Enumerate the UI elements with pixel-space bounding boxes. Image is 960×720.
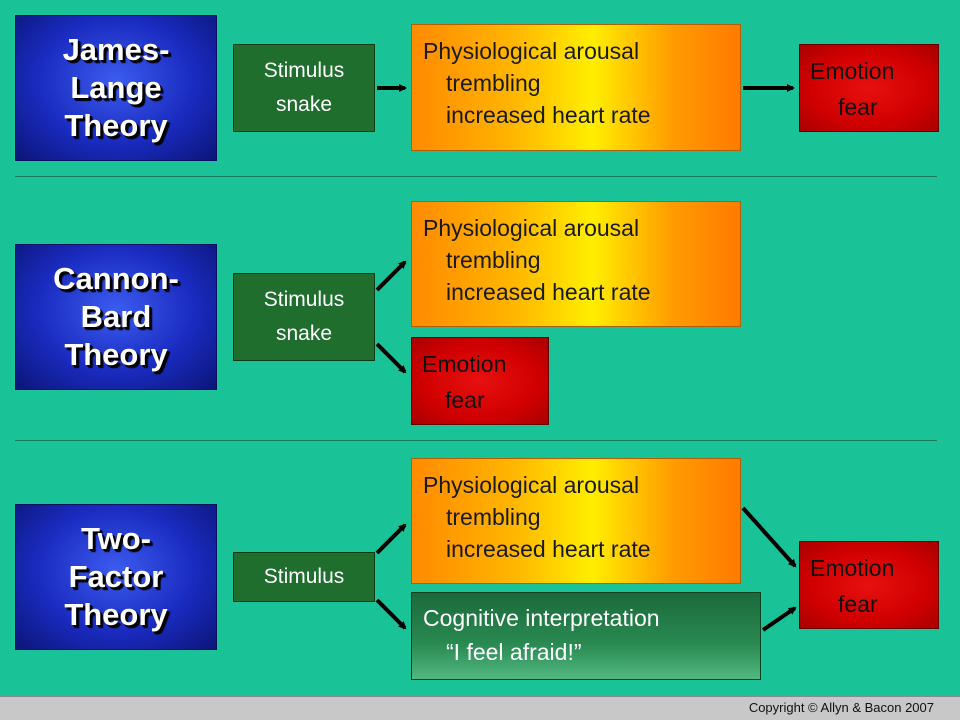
emotion-box: Emotion fear	[799, 44, 939, 132]
section-divider	[15, 176, 937, 177]
emotion-box: Emotion fear	[411, 337, 549, 425]
theory-title-line: Lange	[70, 70, 162, 105]
arrow	[741, 506, 797, 568]
arousal-item: increased heart rate	[446, 536, 651, 562]
arousal-item: trembling	[446, 247, 541, 273]
theory-title-line: James-	[62, 32, 170, 67]
arousal-item: trembling	[446, 504, 541, 530]
theory-title-line: Theory	[64, 597, 168, 632]
theory-title-line: Cannon-	[53, 261, 179, 296]
james-lange-theory-box: James- Lange Theory	[15, 15, 217, 161]
arousal-title: Physiological arousal	[423, 472, 640, 498]
arousal-box: Physiological arousal trembling increase…	[411, 458, 741, 584]
arousal-item: trembling	[446, 70, 541, 96]
stimulus-example: snake	[275, 322, 333, 345]
arrow	[375, 598, 407, 630]
arrow	[375, 342, 407, 374]
stimulus-box: Stimulus snake	[233, 273, 375, 361]
arousal-item: increased heart rate	[446, 102, 651, 128]
cognitive-quote: “I feel afraid!”	[446, 639, 582, 665]
stimulus-box: Stimulus	[233, 552, 375, 602]
arrow	[375, 260, 407, 292]
cognitive-interpretation-box: Cognitive interpretation “I feel afraid!…	[411, 592, 761, 680]
theory-title-line: Bard	[80, 299, 152, 334]
copyright-text: Copyright © Allyn & Bacon 2007	[748, 700, 934, 715]
emotion-example: fear	[838, 94, 878, 120]
arousal-box: Physiological arousal trembling increase…	[411, 201, 741, 327]
footer-bar	[0, 696, 960, 720]
arousal-box: Physiological arousal trembling increase…	[411, 24, 741, 151]
arousal-title: Physiological arousal	[423, 215, 640, 241]
theory-title-line: Two-	[80, 521, 151, 556]
arousal-item: increased heart rate	[446, 279, 651, 305]
arrow	[375, 523, 407, 555]
emotion-label: Emotion	[810, 58, 895, 84]
cannon-bard-theory-box: Cannon- Bard Theory	[15, 244, 217, 390]
section-divider	[15, 440, 937, 441]
cognitive-title: Cognitive interpretation	[423, 605, 660, 631]
theory-title-line: Theory	[64, 337, 168, 372]
stimulus-label: Stimulus	[263, 59, 345, 82]
stimulus-label: Stimulus	[263, 565, 345, 588]
arrow	[761, 606, 797, 632]
theory-title-line: Factor	[68, 559, 164, 594]
emotion-label: Emotion	[810, 555, 895, 581]
stimulus-box: Stimulus snake	[233, 44, 375, 132]
theory-title-line: Theory	[64, 108, 168, 143]
emotion-box: Emotion fear	[799, 541, 939, 629]
stimulus-example: snake	[275, 93, 333, 116]
emotion-example: fear	[838, 591, 878, 617]
arousal-title: Physiological arousal	[423, 38, 640, 64]
stimulus-label: Stimulus	[263, 288, 345, 311]
two-factor-theory-box: Two- Factor Theory	[15, 504, 217, 650]
emotion-label: Emotion	[422, 351, 507, 377]
emotion-example: fear	[445, 387, 485, 413]
